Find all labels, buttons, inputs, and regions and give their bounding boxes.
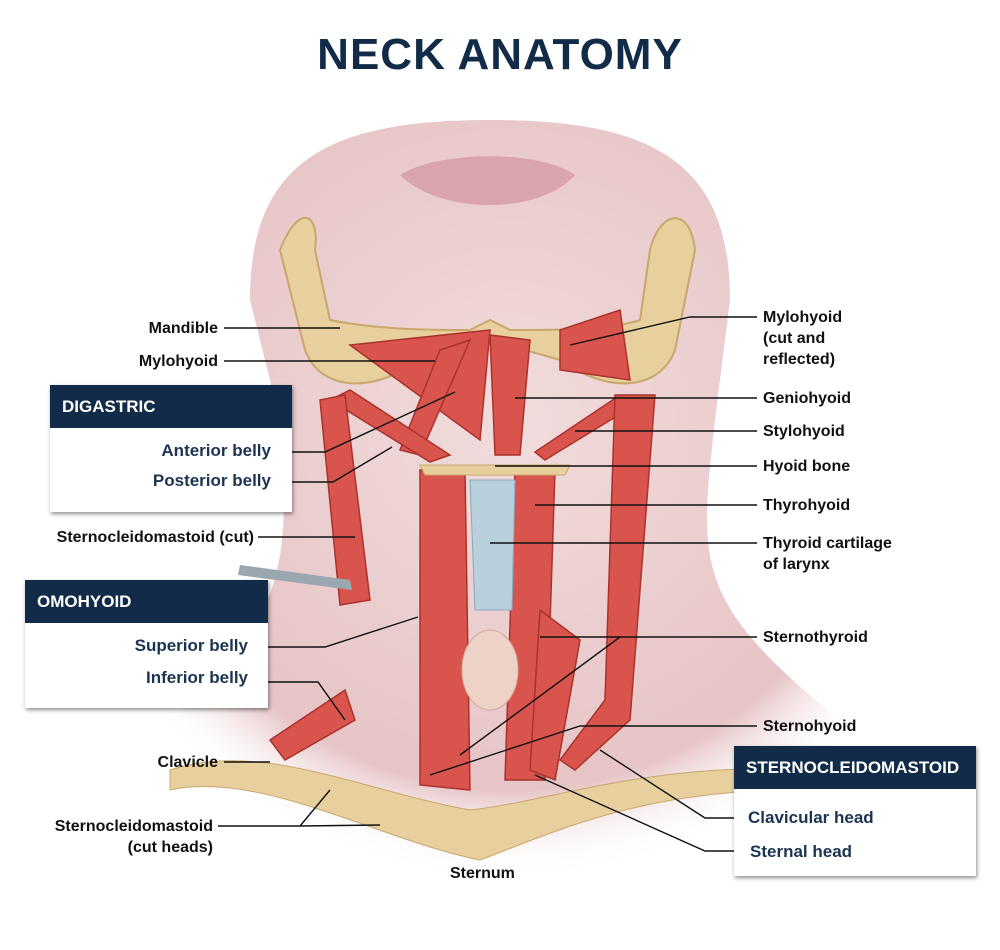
omohyoid-box: OMOHYOID Superior belly Inferior belly	[25, 580, 268, 708]
omohyoid-inferior-belly: Inferior belly	[145, 668, 248, 687]
label-stylohyoid: Stylohyoid	[763, 423, 845, 440]
label-geniohyoid: Geniohyoid	[763, 390, 851, 407]
label-clavicle: Clavicle	[157, 754, 218, 771]
label-line: reflected)	[763, 351, 836, 368]
digastric-posterior	[328, 389, 452, 463]
label-line: Thyroid cartilage	[763, 535, 892, 552]
scm-box: STERNOCLEIDOMASTOID Clavicular head Ster…	[734, 746, 976, 876]
label-sternothyroid: Sternothyroid	[763, 629, 868, 646]
forceps	[238, 565, 352, 590]
scm-title: STERNOCLEIDOMASTOID	[734, 746, 976, 789]
label-thyroid-cartilage: Thyroid cartilage of larynx	[763, 533, 892, 575]
label-line: of larynx	[763, 556, 830, 573]
digastric-box: DIGASTRIC Anterior belly Posterior belly	[50, 385, 292, 512]
geniohyoid-muscle	[489, 334, 531, 456]
label-line: Mylohyoid	[763, 309, 843, 326]
label-scm-cut: Sternocleidomastoid (cut)	[56, 529, 254, 546]
label-line: Sternocleidomastoid	[54, 818, 213, 835]
scm-clavicular-head: Clavicular head	[748, 808, 874, 827]
omohyoid-left	[268, 688, 356, 761]
digastric-title: DIGASTRIC	[50, 385, 292, 428]
label-mylohyoid: Mylohyoid	[138, 353, 218, 370]
thyrohyoid-sternohyoid-left	[419, 469, 471, 791]
label-sternum: Sternum	[450, 865, 515, 882]
label-mylohyoid-reflected: Mylohyoid (cut and reflected)	[763, 307, 842, 370]
scm-sternal-head: Sternal head	[750, 842, 853, 861]
thyroid-cartilage	[469, 479, 516, 611]
digastric-posterior-belly: Posterior belly	[152, 471, 271, 490]
hyoid-bone	[419, 464, 571, 476]
digastric-anterior-belly: Anterior belly	[161, 441, 271, 460]
label-thyrohyoid: Thyrohyoid	[763, 497, 851, 514]
page-title: NECK ANATOMY	[317, 30, 683, 79]
lips	[400, 156, 575, 205]
omohyoid-superior-belly: Superior belly	[134, 636, 248, 655]
label-line: (cut and	[763, 330, 826, 347]
mylohyoid-reflected	[559, 309, 631, 381]
label-mandible: Mandible	[148, 320, 218, 337]
label-scm-cut-heads: Sternocleidomastoid (cut heads)	[55, 816, 213, 858]
sternothyroid-right	[529, 608, 581, 782]
label-line: (cut heads)	[127, 839, 213, 856]
label-sternohyoid: Sternohyoid	[763, 718, 857, 735]
omohyoid-title: OMOHYOID	[25, 580, 268, 623]
leader-lines	[218, 316, 757, 852]
scm-right	[558, 394, 656, 771]
label-hyoid-bone: Hyoid bone	[763, 458, 851, 475]
thyroid-gland	[461, 629, 519, 711]
